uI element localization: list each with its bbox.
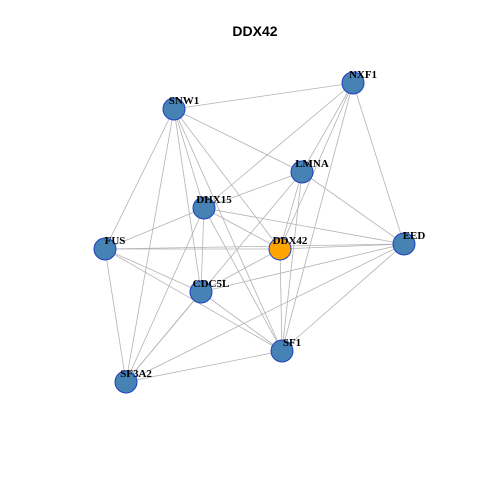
edge-dhx15-sf1: [203, 207, 283, 352]
edge-fus-cdc5l: [104, 248, 202, 293]
edge-nxf1-eed: [352, 82, 405, 245]
edge-nxf1-dhx15: [203, 82, 354, 209]
edge-nxf1-lmna: [301, 82, 354, 173]
node-label-sf1: SF1: [283, 337, 301, 349]
edge-eed-cdc5l: [200, 243, 405, 293]
edge-snw1-sf1: [173, 108, 283, 352]
edge-lmna-ddx42: [279, 171, 303, 250]
node-label-nxf1: NXF1: [349, 69, 377, 81]
edge-ddx42-eed: [279, 243, 405, 250]
edge-snw1-cdc5l: [173, 108, 202, 293]
edge-lmna-sf1: [281, 171, 303, 352]
edge-fus-eed: [104, 243, 405, 250]
edge-snw1-dhx15: [173, 108, 205, 209]
node-lmna: LMNA: [290, 158, 329, 184]
node-label-fus: FUS: [105, 235, 126, 247]
node-circle-sf1: [270, 339, 294, 363]
edge-eed-sf1: [281, 243, 405, 352]
node-dhx15: DHX15: [192, 194, 232, 220]
node-sf3a2: SF3A2: [114, 368, 152, 394]
node-circle-lmna: [290, 160, 314, 184]
edge-snw1-lmna: [173, 108, 303, 173]
edge-snw1-ddx42: [173, 108, 281, 250]
edge-dhx15-sf3a2: [125, 207, 205, 383]
edge-snw1-fus: [104, 108, 175, 250]
node-circle-sf3a2: [114, 370, 138, 394]
node-label-eed: EED: [403, 230, 426, 242]
edge-dhx15-fus: [104, 207, 205, 250]
node-label-cdc5l: CDC5L: [193, 278, 230, 290]
edge-nxf1-sf1: [281, 82, 354, 352]
node-circle-eed: [392, 232, 416, 256]
node-fus: FUS: [93, 235, 126, 261]
node-cdc5l: CDC5L: [189, 278, 230, 304]
node-sf1: SF1: [270, 337, 301, 363]
node-circle-ddx42: [268, 237, 292, 261]
node-label-lmna: LMNA: [295, 158, 329, 170]
edge-lmna-eed: [301, 171, 405, 245]
edges-layer: [104, 82, 405, 383]
edge-sf1-sf3a2: [125, 350, 283, 383]
node-circle-cdc5l: [189, 280, 213, 304]
edge-dhx15-eed: [203, 207, 405, 245]
node-circle-fus: [93, 237, 117, 261]
edge-eed-sf3a2: [125, 243, 405, 383]
edge-fus-sf3a2: [104, 248, 127, 383]
graph-title: DDX42: [232, 23, 277, 39]
node-label-snw1: SNW1: [169, 95, 200, 107]
edge-ddx42-cdc5l: [200, 248, 281, 293]
node-ddx42: DDX42: [268, 235, 308, 261]
node-circle-dhx15: [192, 196, 216, 220]
edge-nxf1-ddx42: [279, 82, 354, 250]
node-eed: EED: [392, 230, 426, 256]
node-nxf1: NXF1: [341, 69, 377, 95]
node-snw1: SNW1: [162, 95, 200, 121]
node-circle-snw1: [162, 97, 186, 121]
edge-cdc5l-sf1: [200, 291, 283, 352]
node-label-dhx15: DHX15: [196, 194, 232, 206]
node-label-sf3a2: SF3A2: [120, 368, 152, 380]
edge-snw1-nxf1: [173, 82, 354, 110]
node-label-ddx42: DDX42: [273, 235, 308, 247]
edge-dhx15-cdc5l: [200, 207, 205, 293]
edge-snw1-sf3a2: [125, 108, 175, 383]
edge-cdc5l-sf3a2: [125, 291, 202, 383]
edge-ddx42-sf1: [279, 248, 283, 352]
edge-lmna-dhx15: [203, 171, 303, 209]
edge-dhx15-ddx42: [203, 207, 281, 250]
node-circle-nxf1: [341, 71, 365, 95]
